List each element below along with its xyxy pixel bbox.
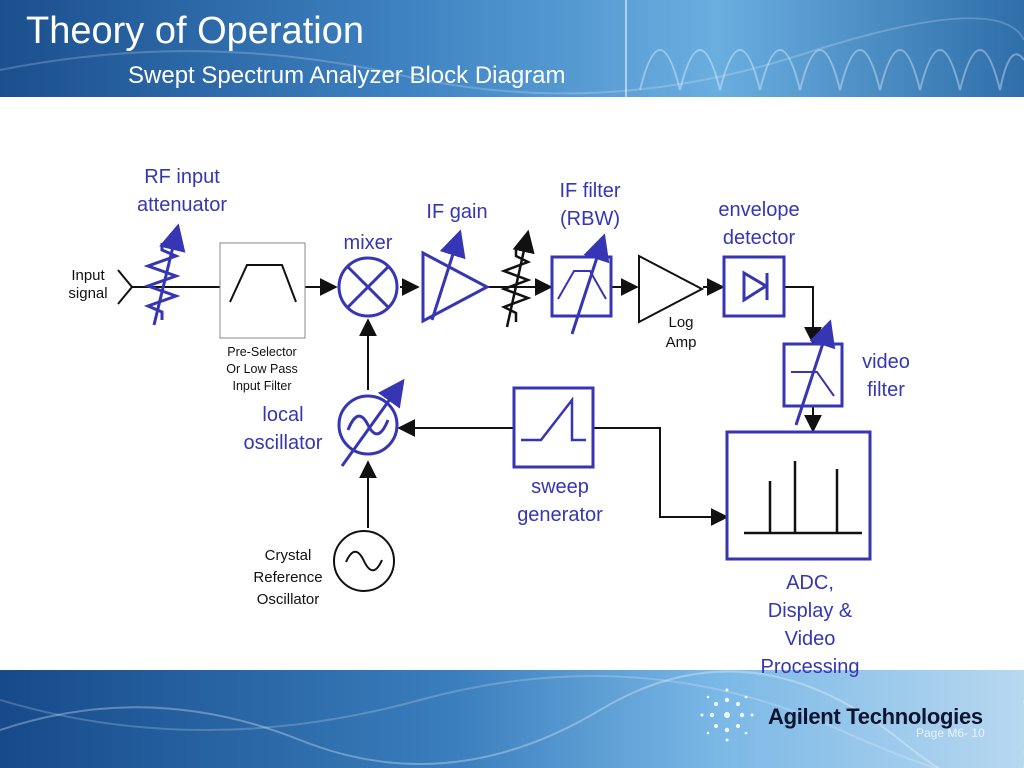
label-log-amp: Log Amp xyxy=(665,314,697,351)
if-attenuator-icon xyxy=(500,229,535,328)
label-envelope-detector: envelope detector xyxy=(718,199,800,249)
slide-title: Theory of Operation xyxy=(26,10,364,52)
input-connector-icon xyxy=(117,269,133,305)
rf-attenuator-icon xyxy=(143,223,186,326)
footer-banner xyxy=(0,670,1024,768)
label-input-signal: Input signal xyxy=(68,267,108,302)
footer-wave-pattern xyxy=(0,670,1024,768)
slide-subtitle: Swept Spectrum Analyzer Block Diagram xyxy=(128,62,566,89)
agilent-spark-logo-icon xyxy=(700,688,754,742)
signal-path-lines xyxy=(132,278,822,528)
preselector-filter-box xyxy=(219,242,306,339)
label-video-filter: video filter xyxy=(862,351,910,401)
header-wave-pattern xyxy=(0,0,1024,97)
label-rf-input-attenuator: RF input attenuator xyxy=(136,166,228,216)
label-sweep-generator: sweep generator xyxy=(517,476,603,526)
local-oscillator-icon xyxy=(337,378,405,467)
header-banner: Theory of Operation Swept Spectrum Analy… xyxy=(0,0,1024,97)
label-if-gain: IF gain xyxy=(426,201,488,223)
label-if-filter: IF filter (RBW) xyxy=(559,180,621,230)
page-number: Page M6- 10 xyxy=(916,726,985,740)
label-crystal-reference: Crystal Reference Oscillator xyxy=(253,547,323,608)
video-filter-box xyxy=(782,319,844,426)
envelope-detector-box xyxy=(722,255,786,318)
label-mixer: mixer xyxy=(343,232,393,254)
line-detector-to-videofilter xyxy=(785,286,822,345)
if-filter-box xyxy=(550,233,613,335)
label-pre-selector: Pre-Selector Or Low Pass Input Filter xyxy=(226,345,298,393)
label-local-oscillator: local oscillator xyxy=(243,404,323,454)
label-adc-display: ADC, Display & Video Processing xyxy=(760,572,860,678)
if-gain-amplifier-icon xyxy=(421,229,491,324)
adc-display-box xyxy=(725,430,872,561)
brand-logo-text: Agilent Technologies xyxy=(768,704,983,729)
log-amp-icon xyxy=(638,254,705,324)
mixer-icon xyxy=(337,256,399,318)
line-sweep-to-display xyxy=(594,427,729,526)
sweep-generator-box xyxy=(512,386,595,469)
crystal-oscillator-icon xyxy=(333,530,395,592)
